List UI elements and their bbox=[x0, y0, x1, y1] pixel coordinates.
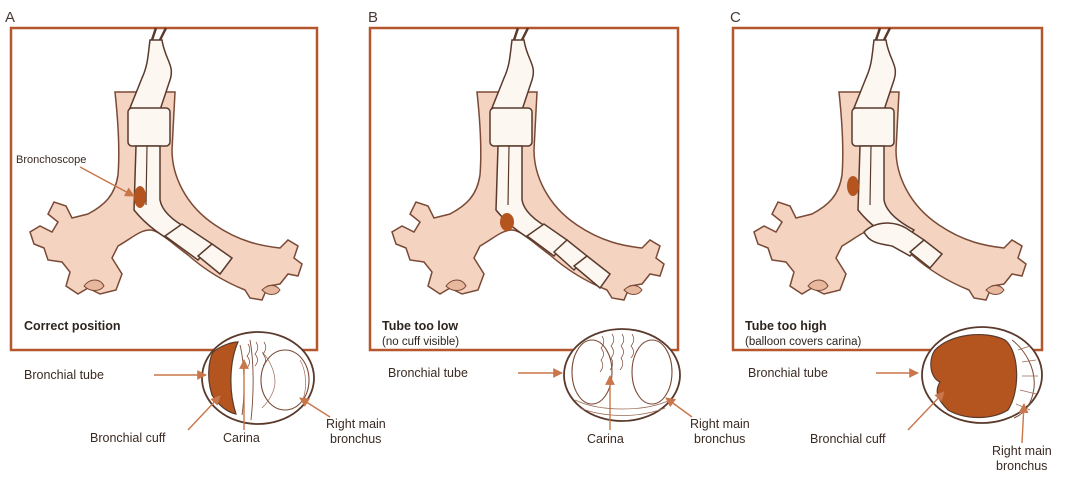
right-main-bronchus-label: Right main bbox=[326, 417, 386, 431]
right-main-bronchus-label: Right main bbox=[992, 444, 1052, 458]
panel-caption: Correct position bbox=[24, 319, 121, 333]
panel-a: A Bronchoscope Correct position Bronchia… bbox=[5, 9, 386, 446]
bronchial-cuff-label: Bronchial cuff bbox=[90, 431, 166, 445]
bronchial-tube-label: Bronchial tube bbox=[748, 366, 828, 380]
right-main-bronchus-label-2: bronchus bbox=[694, 432, 745, 446]
panel-caption: Tube too low bbox=[382, 319, 458, 333]
right-main-bronchus-label: Right main bbox=[690, 417, 750, 431]
panel-c: C Tube too high (balloon covers carina) … bbox=[730, 9, 1052, 473]
panel-caption: Tube too high bbox=[745, 319, 827, 333]
right-main-bronchus-label-2: bronchus bbox=[996, 459, 1047, 473]
carina-view-spot bbox=[134, 186, 146, 208]
bronchial-cuff-arrow bbox=[908, 392, 944, 430]
bronchial-tube-label: Bronchial tube bbox=[388, 366, 468, 380]
right-bronchus-arrow bbox=[666, 398, 692, 417]
bronchial-cuff-label: Bronchial cuff bbox=[810, 432, 886, 446]
panel-b: B Tube too low (no cuff visible) Bronchi… bbox=[368, 9, 750, 446]
bronchial-tube-label: Bronchial tube bbox=[24, 368, 104, 382]
right-main-bronchus-label-2: bronchus bbox=[330, 432, 381, 446]
bronchoscope-view bbox=[202, 332, 314, 424]
carina-label: Carina bbox=[587, 432, 624, 446]
panel-letter: A bbox=[5, 9, 15, 26]
bronchoscope-view bbox=[564, 329, 680, 421]
panel-subcaption: (balloon covers carina) bbox=[745, 336, 862, 348]
right-bronchus-arrow bbox=[300, 398, 330, 417]
panel-letter: B bbox=[368, 9, 378, 26]
bronchial-cuff-arrow bbox=[188, 396, 220, 430]
panel-letter: C bbox=[730, 9, 741, 26]
carina-label: Carina bbox=[223, 431, 260, 445]
bronchoscope-label: Bronchoscope bbox=[16, 154, 86, 166]
panel-subcaption: (no cuff visible) bbox=[382, 336, 459, 348]
